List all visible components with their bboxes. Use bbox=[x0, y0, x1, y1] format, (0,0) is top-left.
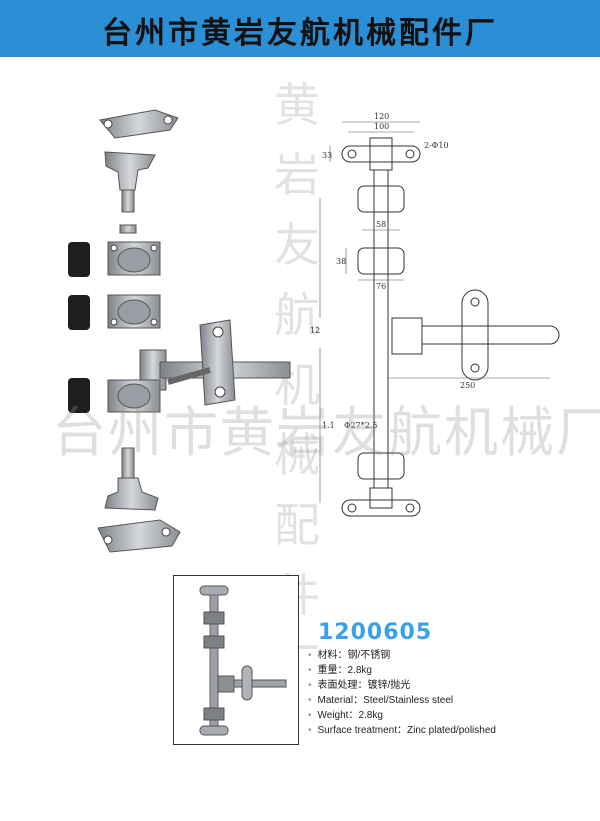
drawing-bottom-plate bbox=[341, 499, 421, 517]
spec-weight-en: Weight：2.8kg bbox=[308, 708, 496, 723]
dim-58: 58 bbox=[376, 220, 386, 229]
bracket-2 bbox=[68, 294, 161, 330]
dim-12: 12 bbox=[310, 326, 320, 335]
spec-surface-en: Surface treatment：Zinc plated/polished bbox=[308, 723, 496, 738]
bottom-cam bbox=[104, 447, 159, 511]
dim-76: 76 bbox=[376, 282, 386, 291]
product-code: 1200605 bbox=[318, 620, 433, 645]
dim-33: 33 bbox=[322, 151, 332, 160]
bracket-1 bbox=[68, 241, 161, 277]
exploded-parts-illustration bbox=[68, 109, 291, 553]
collar bbox=[119, 224, 137, 234]
company-title: 台州市黄岩友航机械配件厂 bbox=[102, 16, 498, 51]
spec-weight-cn: 重量：2.8kg bbox=[308, 663, 496, 678]
product-specs: 材料：钢/不锈钢 重量：2.8kg 表面处理：镀锌/抛光 Material：St… bbox=[308, 648, 496, 738]
rubber-block-1 bbox=[68, 242, 90, 277]
dim-pipe: Φ27*2.5 bbox=[344, 421, 377, 430]
dim-hole: 2-Φ10 bbox=[424, 141, 449, 150]
top-mount-plate bbox=[99, 109, 179, 139]
header-bar: 台州市黄岩友航机械配件厂 bbox=[0, 0, 600, 57]
rubber-block-3 bbox=[68, 378, 90, 413]
dim-1-1: 1.1 bbox=[322, 421, 335, 430]
drawing-top-plate bbox=[341, 145, 421, 163]
spec-surface-cn: 表面处理：镀锌/抛光 bbox=[308, 678, 496, 693]
bracket-3 bbox=[68, 378, 161, 413]
technical-drawing: 120 100 2-Φ10 33 58 38 76 12 250 1.1 Φ27… bbox=[310, 112, 560, 517]
product-photo-icon bbox=[199, 585, 287, 736]
spec-material-cn: 材料：钢/不锈钢 bbox=[308, 648, 496, 663]
spec-material-en: Material：Steel/Stainless steel bbox=[308, 693, 496, 708]
dim-250: 250 bbox=[460, 381, 475, 390]
product-photo bbox=[173, 575, 299, 745]
watermark-horizontal: 台州市黄岩友航机械厂 bbox=[52, 401, 600, 464]
hole-left bbox=[347, 149, 357, 159]
bottom-mount-plate bbox=[97, 519, 181, 553]
rubber-block-2 bbox=[68, 295, 90, 330]
dim-38: 38 bbox=[336, 257, 346, 266]
hole-right bbox=[405, 149, 415, 159]
top-cam bbox=[104, 151, 156, 213]
dim-100: 100 bbox=[374, 122, 389, 131]
dim-120: 120 bbox=[374, 112, 389, 121]
